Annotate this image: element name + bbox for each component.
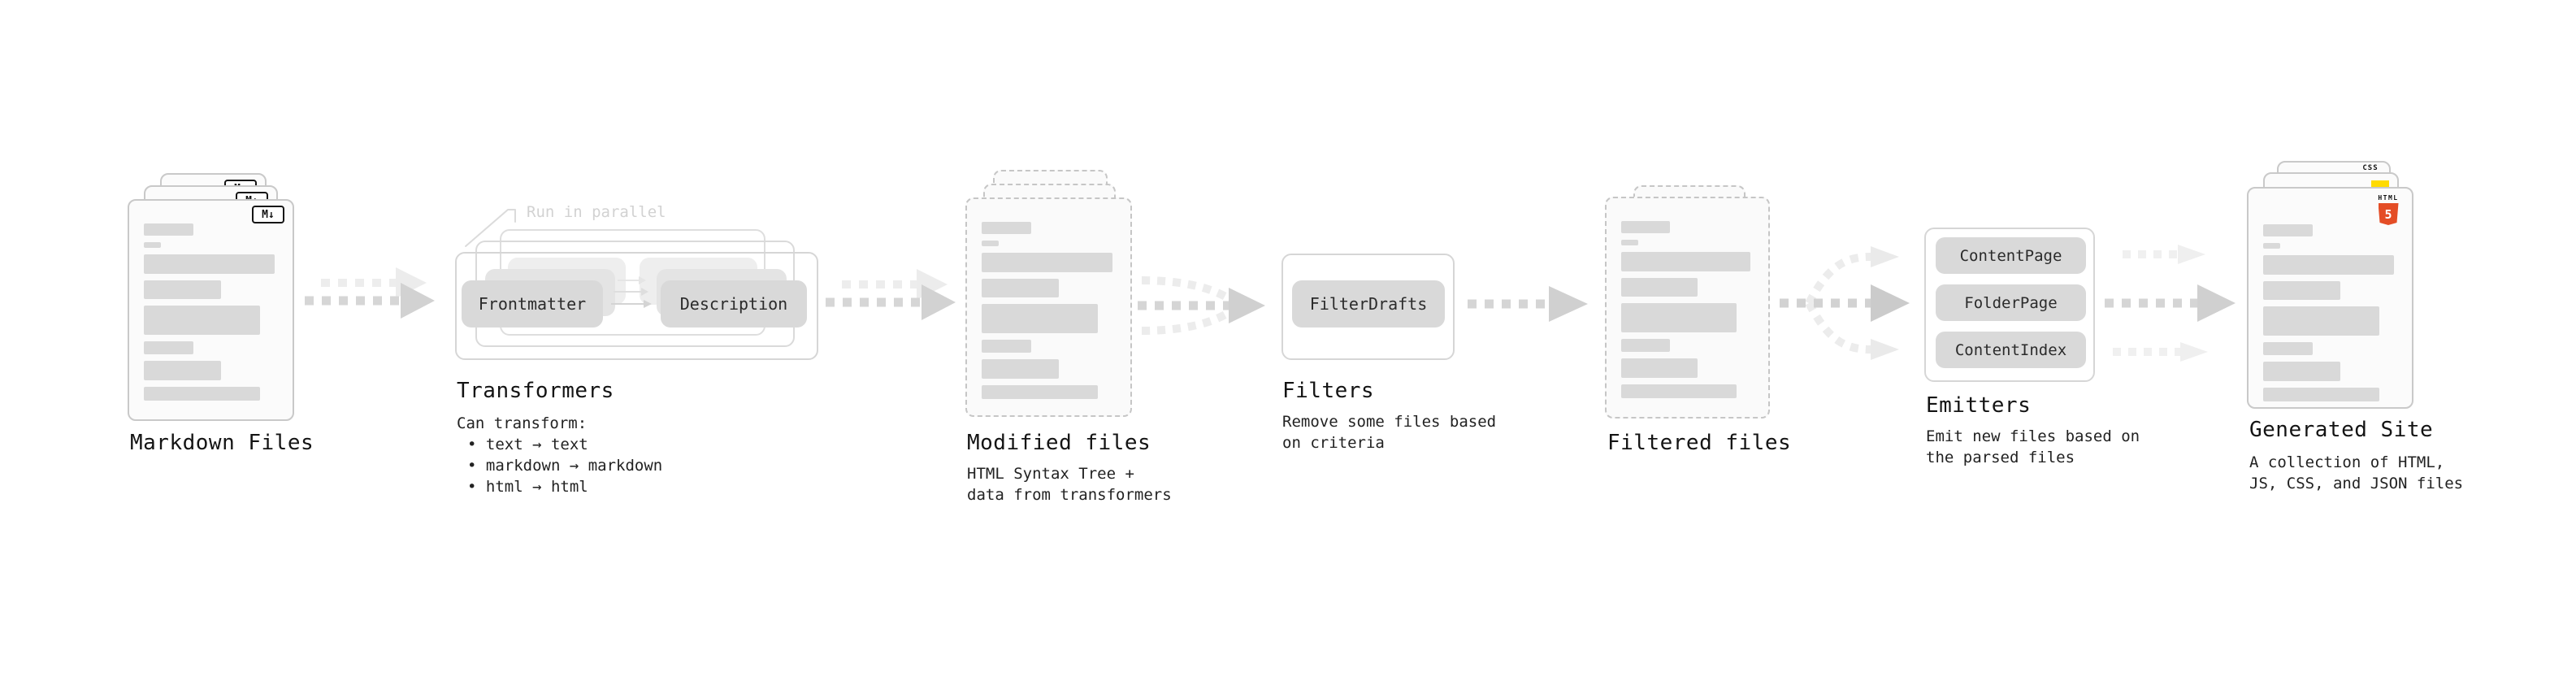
modified-files-label: Modified files: [967, 431, 1151, 455]
filtered-doc-front: [1605, 197, 1770, 419]
filters-desc: Remove some files based on criteria: [1282, 413, 1497, 452]
arrow-filtered-to-emitters-split: [1780, 246, 1910, 360]
filtered-files-label: Filtered files: [1607, 431, 1792, 455]
arrow-transformers-to-modified: [826, 269, 956, 320]
arrow-emitters-to-site: [2105, 245, 2236, 362]
generated-site-desc: A collection of HTML, JS, CSS, and JSON …: [2249, 453, 2464, 492]
markdown-file-icon: M↓: [252, 206, 284, 223]
emitters-desc: Emit new files based on the parsed files: [1926, 427, 2140, 466]
modified-doc-front: [965, 197, 1132, 417]
doc-skeleton-lines: [2263, 224, 2394, 401]
html5-file-icon: HTML 5: [2374, 194, 2402, 225]
transformers-desc-heading: Can transform:: [457, 414, 588, 432]
transformers-bullet-2: • markdown → markdown: [467, 457, 663, 475]
run-in-parallel-annotation: Run in parallel: [527, 203, 666, 221]
doc-skeleton-lines: [1621, 221, 1750, 398]
arrow-markdown-to-transformers: [305, 267, 435, 319]
generated-site-label: Generated Site: [2249, 418, 2434, 442]
transformers-title: Transformers: [457, 379, 614, 403]
folderpage-pill: FolderPage: [1936, 284, 2086, 321]
arrow-modified-to-filters-merge: [1138, 276, 1265, 335]
transformer-frame-front: [455, 252, 818, 360]
filters-title: Filters: [1282, 379, 1375, 403]
transformers-bullet-3: • html → html: [467, 478, 588, 496]
markdown-files-label: Markdown Files: [130, 431, 314, 455]
contentpage-pill: ContentPage: [1936, 237, 2086, 274]
doc-skeleton-lines: [144, 223, 275, 401]
filterdrafts-pill: FilterDrafts: [1292, 280, 1445, 327]
arrow-filters-to-filtered: [1468, 286, 1588, 322]
contentindex-pill: ContentIndex: [1936, 332, 2086, 368]
description-pill: Description: [661, 280, 807, 327]
markdown-doc-front: M↓: [128, 199, 294, 421]
transformers-bullet-1: • text → text: [467, 436, 588, 453]
transform-step-arrows: [611, 276, 652, 308]
modified-files-desc: HTML Syntax Tree + data from transformer…: [967, 465, 1172, 504]
doc-skeleton-lines: [982, 222, 1112, 399]
site-doc-html: HTML 5: [2247, 187, 2413, 409]
frontmatter-pill: Frontmatter: [462, 280, 603, 327]
annotation-leader-line: [465, 209, 516, 247]
emitters-title: Emitters: [1926, 393, 2032, 418]
